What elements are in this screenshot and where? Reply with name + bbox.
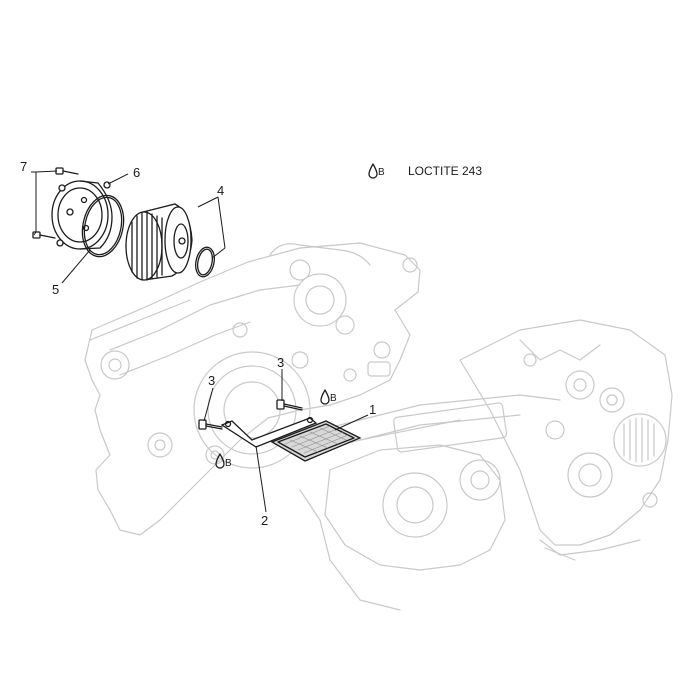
gear-ghost (623, 417, 655, 463)
legend-text: LOCTITE 243 (408, 164, 482, 178)
callouts: 7 6 4 5 3 3 1 2 (20, 159, 376, 528)
part-5-filter-cover (51, 180, 113, 250)
loctite-marker-lower: B (215, 453, 232, 469)
marker-lower-letter: B (225, 458, 232, 469)
callout-7: 7 (20, 159, 27, 174)
filter-pleats (131, 211, 163, 281)
part-6-o-ring (81, 181, 125, 258)
loctite-drop-icon (368, 163, 378, 179)
loctite-marker-upper: B (320, 389, 337, 405)
callout-3-lower: 3 (208, 373, 215, 388)
marker-upper-letter: B (330, 393, 337, 404)
part-4-oil-filter (125, 203, 215, 281)
legend: B LOCTITE 243 (368, 163, 482, 179)
screen-mesh (284, 425, 349, 454)
part-1-filter-screen (270, 420, 362, 462)
part-3-bolts (198, 399, 303, 430)
callout-3-upper: 3 (277, 355, 284, 370)
callout-1: 1 (369, 402, 376, 417)
crankcase-ghost (84, 242, 673, 611)
callout-4: 4 (217, 183, 224, 198)
callout-2: 2 (261, 513, 268, 528)
leader-lines (31, 170, 369, 513)
callout-5: 5 (52, 282, 59, 297)
callout-6: 6 (133, 165, 140, 180)
legend-symbol-letter: B (378, 167, 385, 178)
